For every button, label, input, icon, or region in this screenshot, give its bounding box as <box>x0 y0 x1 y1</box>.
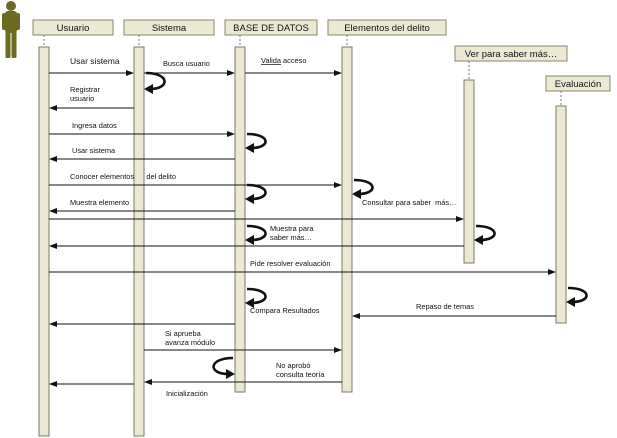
message-label-line: Registrar <box>70 85 101 94</box>
self-call-arrow-bd-4 <box>245 287 267 308</box>
message-label-line: Muestra para <box>270 224 314 233</box>
self-call-arrow-elementos <box>352 178 374 199</box>
participant-label-evaluacion: Evaluación <box>555 79 601 90</box>
participant-bd: BASE DE DATOS <box>224 19 318 36</box>
self-call-arrow-evaluacion <box>566 286 588 307</box>
message-usar-sistema-return: Usar sistema <box>49 146 235 162</box>
message-label-line: No aprobó <box>276 361 311 370</box>
actor-icon <box>2 1 20 58</box>
message-label: Compara Resultados <box>250 306 320 315</box>
message-label: Usar sistema <box>70 56 120 66</box>
self-call-arrow-bd-3 <box>245 224 267 245</box>
message-valida-acceso: Valida acceso <box>245 56 342 76</box>
message-label: Usar sistema <box>72 146 116 155</box>
participant-label-elementos: Elementos del delito <box>344 23 430 34</box>
message-usar-sistema: Usar sistema <box>49 56 134 76</box>
message-label: Repaso de temas <box>416 302 474 311</box>
message-pide-evaluacion: Pide resolver evaluación <box>49 259 556 275</box>
message-label-line: Si aprueba <box>165 329 202 338</box>
activation-usuario <box>38 46 50 437</box>
self-call-arrow-bd-1 <box>245 132 267 153</box>
participant-ver: Ver para saber más… <box>454 45 568 62</box>
message-compara-resultados: Compara Resultados <box>49 306 320 327</box>
message-label-line: consulta teoría <box>276 370 325 379</box>
participant-label-bd: BASE DE DATOS <box>233 23 309 34</box>
self-call-arrow-bd-2 <box>245 183 267 204</box>
message-label-line: usuario <box>70 94 94 103</box>
message-label: Conocer elementos del delito <box>70 172 176 181</box>
message-consultar-saber-mas: Consultar para saber más… <box>49 198 464 222</box>
activation-ver <box>463 79 475 264</box>
message-label: Pide resolver evaluación <box>250 259 331 268</box>
participant-label-sistema: Sistema <box>152 23 187 34</box>
participant-evaluacion: Evaluación <box>545 75 611 92</box>
participant-label-usuario: Usuario <box>57 23 90 34</box>
message-label: Busca usuario <box>163 59 210 68</box>
activation-bd <box>234 46 246 393</box>
message-inicializacion: Inicialización <box>49 381 208 398</box>
message-conocer-elementos: Conocer elementos del delito <box>49 172 342 188</box>
message-label-line: avanza módulo <box>165 338 215 347</box>
message-label-line: saber más… <box>270 233 312 242</box>
message-label-rest: acceso <box>281 56 306 65</box>
message-label-underlined: Valida <box>261 56 282 65</box>
message-busca-usuario: Busca usuario <box>144 59 235 76</box>
message-ingresa-datos: Ingresa datos <box>49 121 235 137</box>
participant-label-ver: Ver para saber más… <box>465 49 557 60</box>
activation-evaluacion <box>555 105 567 324</box>
activation-elementos <box>341 46 353 393</box>
self-call-arrow-sistema-2 <box>212 356 235 379</box>
message-muestra-elemento: Muestra elemento <box>49 198 235 214</box>
message-label: Muestra elemento <box>70 198 129 207</box>
participant-elementos: Elementos del delito <box>327 19 447 36</box>
participant-usuario: Usuario <box>32 19 114 36</box>
self-call-arrow-sistema <box>144 71 166 94</box>
message-label: Valida acceso <box>261 56 306 65</box>
activation-sistema <box>133 46 145 437</box>
message-label: Inicialización <box>166 389 208 398</box>
participant-sistema: Sistema <box>123 19 215 36</box>
message-repaso-temas: Repaso de temas <box>352 302 556 319</box>
message-label: Consultar para saber más… <box>362 198 456 207</box>
message-label: Ingresa datos <box>72 121 117 130</box>
self-call-arrow-ver <box>474 224 496 245</box>
